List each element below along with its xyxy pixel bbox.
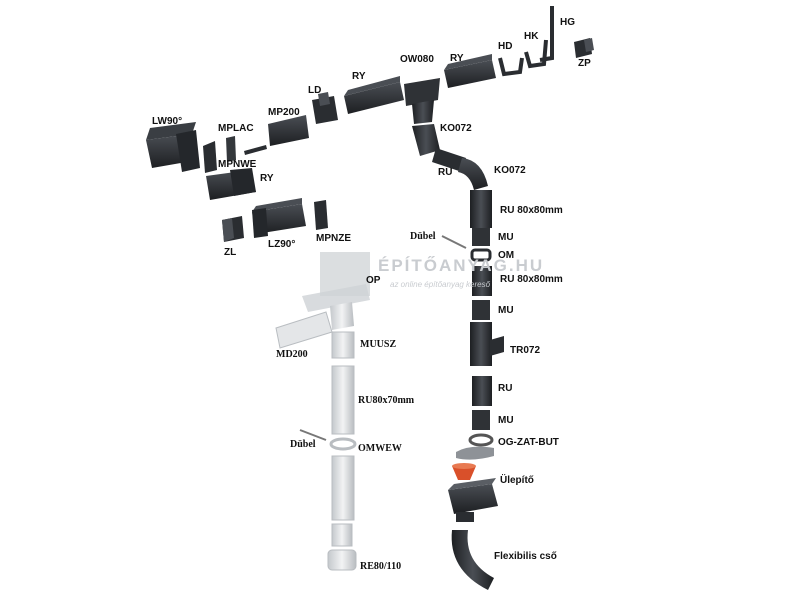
md200-gutter-part — [275, 311, 333, 349]
mplac-part — [203, 136, 236, 173]
ru-80x70-upper-part — [331, 365, 355, 435]
label-tr072: TR072 — [510, 345, 541, 356]
watermark-title: ÉPÍTŐANYAG.HU — [378, 256, 545, 275]
mpnze-part — [314, 200, 328, 230]
dubel-a-part — [441, 235, 467, 249]
hk-hook-part — [524, 39, 548, 69]
label-ru-80x80-b: RU 80x80mm — [500, 274, 563, 285]
label-om: OM — [498, 250, 515, 261]
ry-top-gutter-part — [344, 76, 404, 114]
muusz-part — [331, 331, 355, 359]
label-re80-110: RE80/110 — [360, 561, 402, 572]
label-hk: HK — [524, 31, 539, 42]
label-ru-low: RU — [498, 383, 513, 394]
zl-part — [222, 216, 244, 242]
ru-80x70-lower-part — [331, 455, 355, 521]
ru-80x80-lower-part — [472, 266, 492, 296]
dubel-b-part — [299, 429, 327, 441]
ulepito-strainer-part — [452, 463, 476, 480]
label-ry-mid: RY — [260, 173, 274, 184]
label-mpnze: MPNZE — [316, 233, 351, 244]
label-hd: HD — [498, 41, 513, 52]
lw90-corner-part — [146, 122, 200, 172]
label-mu-c: MU — [498, 415, 514, 426]
om-ring-part — [470, 248, 492, 262]
label-ko072-a: KO072 — [440, 123, 472, 134]
label-ru-80x80-a: RU 80x80mm — [500, 205, 563, 216]
mu-c-part — [472, 410, 490, 430]
omwew-ring-part — [329, 437, 357, 451]
hg-hook-part — [539, 6, 554, 62]
label-og-zat-but: OG-ZAT-BUT — [498, 437, 559, 448]
trap-box-part — [448, 478, 498, 522]
label-ld: LD — [308, 85, 322, 96]
label-muusz: MUUSZ — [360, 339, 397, 350]
flexibilis-cso-part — [451, 530, 494, 590]
label-ru-bend: RU — [438, 167, 453, 178]
label-mu-a: MU — [498, 232, 514, 243]
label-op: OP — [366, 275, 381, 286]
ru-low-part — [472, 376, 492, 406]
label-lw90: LW90° — [152, 116, 183, 127]
label-dubel-b: Dübel — [290, 439, 316, 450]
og-zat-but-part — [456, 433, 494, 460]
ru-80x80-upper-part — [470, 190, 492, 228]
label-flexibilis: Flexibilis cső — [494, 551, 557, 562]
label-ko072-b: KO072 — [494, 165, 526, 176]
label-ulepito: Ülepítő — [500, 475, 534, 486]
ry-mid-gutter-part — [206, 168, 256, 200]
label-ry-top: RY — [352, 71, 366, 82]
label-lz90: LZ90° — [268, 239, 296, 250]
label-mpnwe: MPNWE — [218, 159, 257, 170]
label-zl: ZL — [224, 247, 237, 258]
label-mu-b: MU — [498, 305, 514, 316]
label-dubel-a: Dübel — [410, 231, 436, 242]
label-omwew: OMWEW — [358, 443, 402, 454]
re80-110-part — [327, 549, 357, 571]
label-mp200: MP200 — [268, 107, 300, 118]
ry-right-gutter-part — [444, 54, 496, 88]
zp-end-cap-part — [574, 38, 594, 58]
label-ry-right: RY — [450, 53, 464, 64]
watermark-subtitle: az online építőanyag kereső — [390, 280, 491, 289]
watermark: ÉPÍTŐANYAG.HU az online építőanyag keres… — [320, 252, 560, 296]
label-ow080: OW080 — [400, 54, 434, 65]
label-ru80x70: RU80x70mm — [358, 395, 415, 406]
mu-b-part — [472, 300, 490, 320]
ld-part — [312, 92, 338, 124]
ow080-outlet-part — [404, 78, 440, 124]
watermark-logo-icon — [320, 252, 370, 296]
light-connector-part — [331, 523, 353, 547]
label-mplac: MPLAC — [218, 123, 254, 134]
lz90-corner-part — [252, 198, 306, 238]
label-md200: MD200 — [276, 349, 308, 360]
mp200-part — [244, 115, 309, 155]
label-hg: HG — [560, 17, 575, 28]
label-zp: ZP — [578, 58, 591, 69]
ko072-elbow-part — [412, 124, 488, 190]
hd-hook-part — [498, 57, 524, 77]
mu-a-part — [472, 228, 490, 246]
tr072-part — [470, 322, 504, 366]
